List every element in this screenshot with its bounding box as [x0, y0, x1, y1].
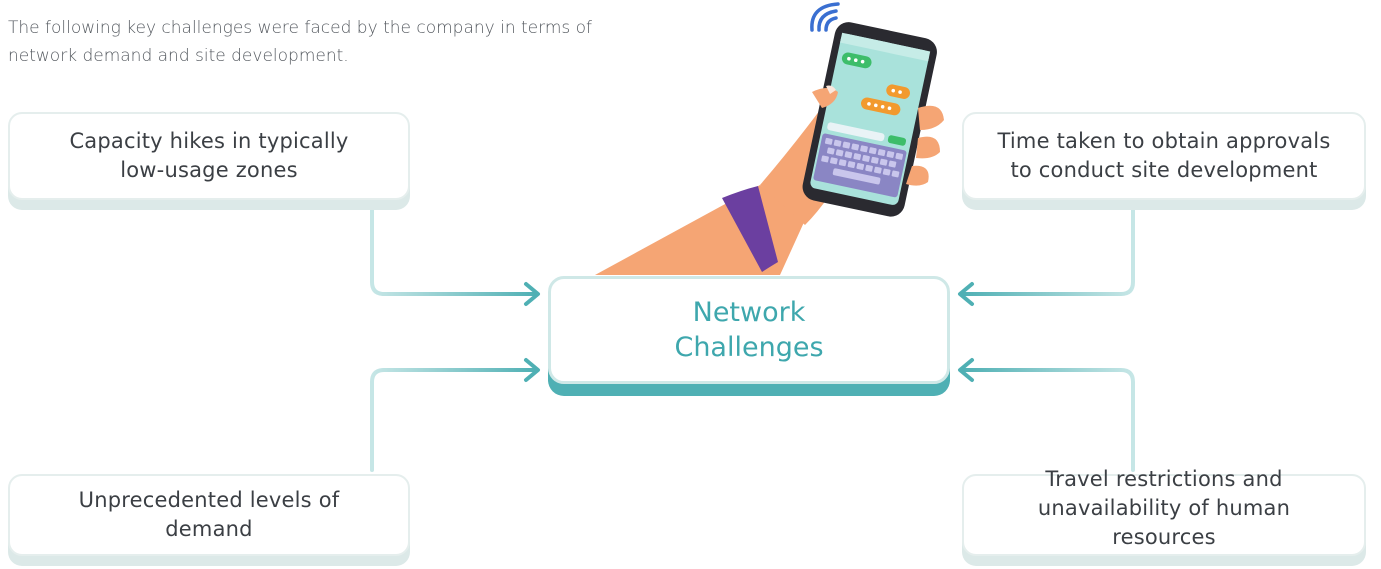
- hub-title-line-2: Challenges: [674, 332, 824, 363]
- hub-title-line-1: Network: [692, 297, 806, 328]
- challenge-card-capacity: Capacity hikes in typically low-usage zo…: [8, 112, 410, 200]
- card-label-line: unavailability of human: [1037, 496, 1291, 520]
- arrowhead-bottom-right: [958, 358, 974, 382]
- card-label-line: resources: [1112, 525, 1216, 549]
- connector-top-right: [960, 208, 1135, 296]
- challenge-card-demand: Unprecedented levels of demand: [8, 474, 410, 556]
- chat-bubble-orange-1: [886, 84, 910, 99]
- card-label-line: Unprecedented levels of: [78, 488, 340, 512]
- challenge-card-travel: Travel restrictions and unavailability o…: [962, 467, 1366, 556]
- card-label-line: Capacity hikes in typically: [69, 129, 349, 153]
- challenge-card-approvals: Time taken to obtain approvals to conduc…: [962, 112, 1366, 200]
- fingers: [906, 105, 944, 186]
- wristband: [722, 186, 778, 272]
- connector-bottom-left: [370, 368, 538, 472]
- wifi-signal-icon: [810, 2, 840, 32]
- card-label-line: Time taken to obtain approvals: [997, 129, 1331, 153]
- card-label-line: Travel restrictions and: [1045, 467, 1283, 491]
- connector-top-left: [370, 208, 538, 296]
- network-challenges-hub: Network Challenges: [548, 276, 950, 384]
- card-label-line: demand: [165, 517, 253, 541]
- card-label-line: low-usage zones: [120, 158, 298, 182]
- connector-bottom-right: [960, 368, 1135, 472]
- arrowhead-bottom-left: [524, 358, 540, 382]
- chat-bubble-orange-2: [860, 97, 901, 116]
- intro-text: The following key challenges were faced …: [8, 14, 708, 70]
- intro-line-1: The following key challenges were faced …: [8, 18, 593, 38]
- intro-line-2: network demand and site development.: [8, 46, 349, 66]
- card-label-line: to conduct site development: [1010, 158, 1318, 182]
- arrowhead-top-right: [958, 282, 974, 306]
- arrowhead-top-left: [524, 282, 540, 306]
